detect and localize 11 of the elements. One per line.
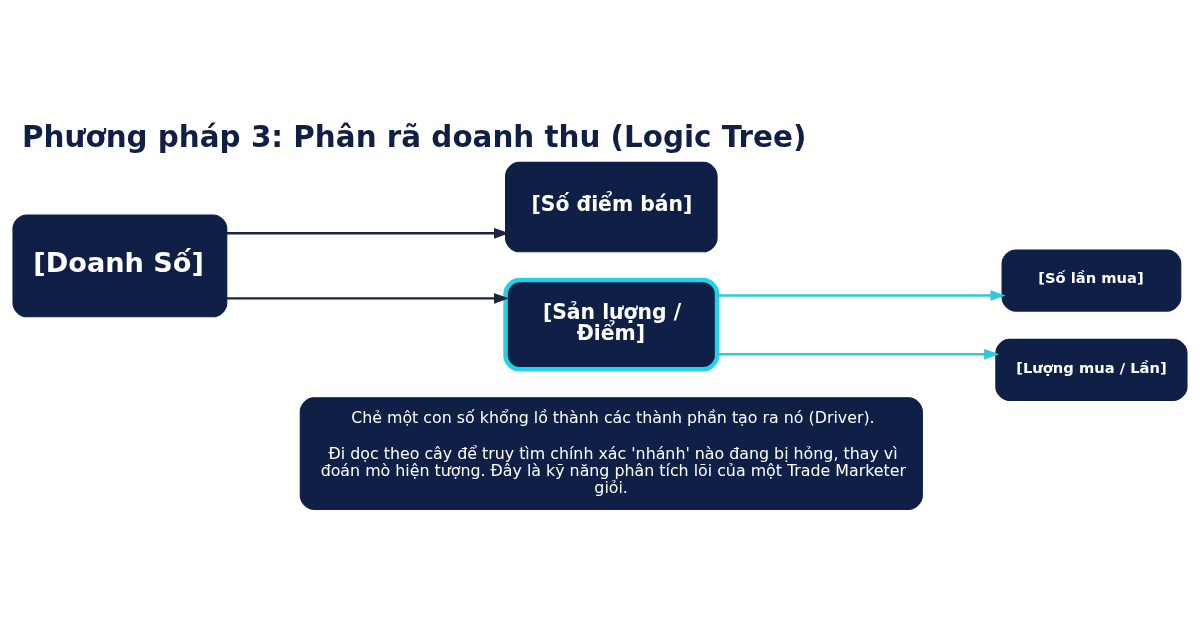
node-box: Chẻ một con số khổng lồ thành các thành phần tạo ra nó (Driver). Đi dọc theo cây để truy tìm chính xác 'nhánh' nào đang bị hỏng, thay vì đoán mò hiện tượng. Đây là kỹ năng phân tích lõi của một Trade Marketer giỏi. [299,397,923,510]
node-box: [Lượng mua / Lần] [995,338,1188,401]
arrow [717,349,1000,360]
node-box: [Doanh Số] [12,214,228,318]
node-box: [Số lần mua] [1001,249,1182,312]
node-box: [Số điểm bán] [505,161,718,253]
diagram-title: Phương pháp 3: Phân rã doanh thu (Logic Tree) [22,120,807,155]
arrow [717,290,1006,301]
node-box: [Sản lượng / Điểm] [503,277,720,372]
arrow [226,293,510,304]
arrow [226,228,510,239]
